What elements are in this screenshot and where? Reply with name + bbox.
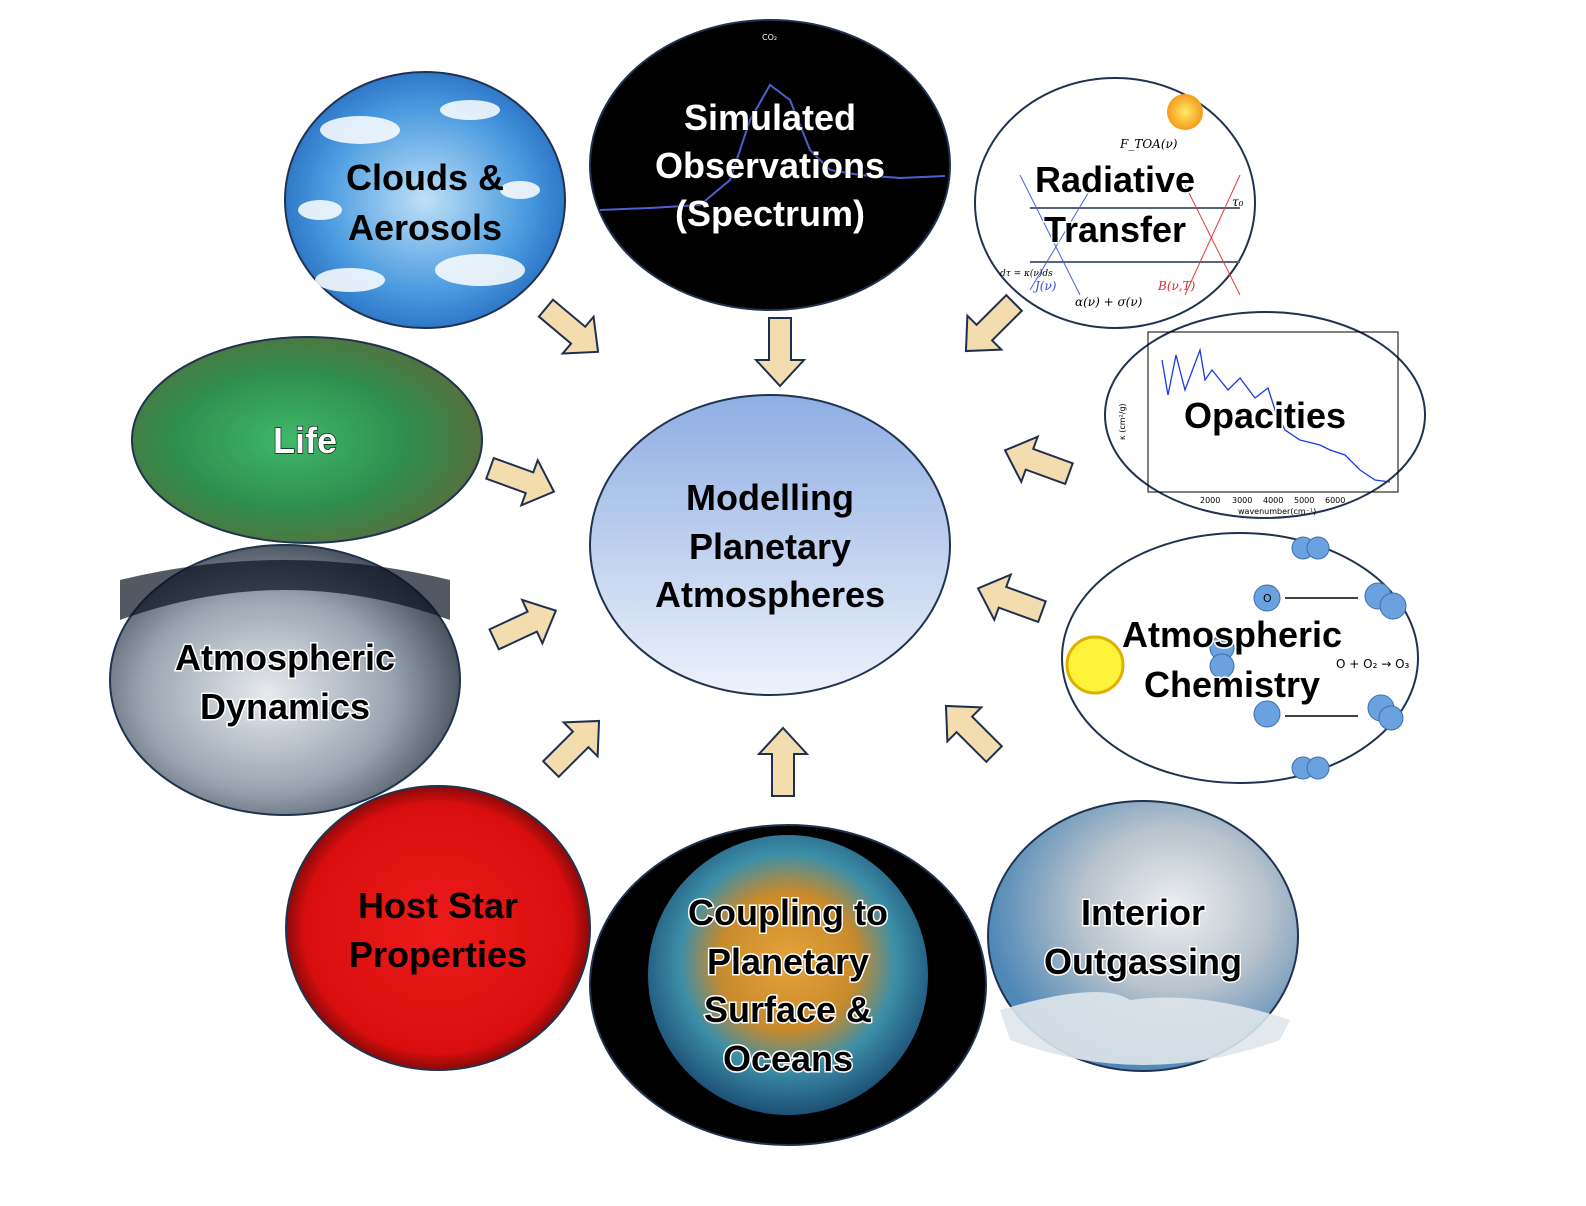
sun-icon (1167, 94, 1203, 130)
opacity-xlabel: wavenumber(cm⁻¹) (1238, 507, 1316, 516)
earth-globe (648, 835, 928, 1115)
clouds-label-2: Aerosols (348, 207, 502, 248)
opacity-xtick-2: 3000 (1232, 496, 1252, 505)
opacity-xtick-3: 4000 (1263, 496, 1283, 505)
arrow-to-center-icon (488, 598, 558, 651)
arrow-to-center-icon (976, 572, 1047, 624)
spectrum-line (599, 83, 946, 211)
dynamics-label-1: Atmospheric (175, 637, 395, 678)
coupling-label-4: Oceans (723, 1038, 853, 1079)
radiative-ellipse (974, 77, 1256, 329)
node-simulated-observations: CO₂ Simulated Observations (Spectrum) (589, 19, 951, 311)
opacities-ellipse (1104, 311, 1426, 519)
simulated-label-2: Observations (655, 145, 885, 186)
opacity-ylabel: κ (cm²/g) (1118, 403, 1127, 440)
node-atmospheric-chemistry: O O + O₂ → O₃ Atmospheric Chemistry (1061, 532, 1419, 784)
node-radiative-transfer: F_TOA(ν) α(ν) + σ(ν) J(ν) B(ν,T) τ₀ dτ =… (974, 77, 1256, 329)
dynamics-label-2: Dynamics (200, 686, 370, 727)
node-atmospheric-dynamics: Atmospheric Dynamics (109, 544, 461, 816)
clouds-ellipse (284, 71, 566, 329)
central-topic: Modelling Planetary Atmospheres (589, 394, 951, 696)
arrow-to-center-icon (541, 719, 601, 779)
dynamics-ellipse (109, 544, 461, 816)
arrow-to-center-icon (756, 726, 810, 797)
chemistry-label-1: Atmospheric (1122, 614, 1342, 655)
arrow-to-center-icon (944, 704, 1004, 764)
simulated-label-1: Simulated (684, 97, 856, 138)
sun-icon (1065, 635, 1125, 695)
opacity-spectrum-line (1161, 347, 1391, 483)
interior-label-2: Outgassing (1044, 941, 1242, 982)
cloud-shapes (298, 100, 540, 292)
node-life: Life (131, 336, 483, 544)
interior-label-1: Interior (1081, 892, 1205, 933)
arrow-to-center-icon (537, 298, 600, 355)
simulated-label-3: (Spectrum) (675, 193, 865, 234)
eq-flux: F_TOA(ν) (1119, 137, 1178, 151)
arrow-to-center-icon (964, 293, 1024, 353)
center-label-2: Planetary (689, 526, 851, 567)
coupling-label-2: Planetary (707, 941, 869, 982)
node-opacities: 2000 3000 4000 5000 6000 wavenumber(cm⁻¹… (1104, 311, 1426, 519)
simulated-observations-ellipse (589, 19, 951, 311)
host-star-label-1: Host Star (358, 885, 518, 926)
atom-label: O (1263, 592, 1272, 605)
reaction-equation: O + O₂ → O₃ (1336, 657, 1410, 671)
opacity-xtick-5: 6000 (1325, 496, 1345, 505)
center-label-1: Modelling (686, 477, 854, 518)
eq-alpha: α(ν) + σ(ν) (1075, 295, 1143, 309)
spectrum-caption: CO₂ (762, 33, 777, 42)
center-ellipse (589, 394, 951, 696)
chemistry-label-2: Chemistry (1144, 664, 1320, 705)
clouds-label-1: Clouds & (346, 157, 504, 198)
host-star-label-2: Properties (349, 934, 527, 975)
arrow-group (485, 293, 1074, 797)
radiative-label-1: Radiative (1035, 159, 1195, 200)
coupling-label-3: Surface & (704, 989, 872, 1030)
eq-j: J(ν) (1032, 279, 1057, 293)
eq-dtau: dτ = κ(ν)ds (1000, 268, 1053, 279)
node-coupling-surface-oceans: Coupling to Planetary Surface & Oceans (589, 824, 987, 1146)
node-host-star: Host Star Properties (285, 785, 591, 1071)
radiative-label-2: Transfer (1044, 209, 1186, 250)
life-label: Life (273, 420, 337, 461)
coupling-label-1: Coupling to (688, 892, 888, 933)
arrow-to-center-icon (753, 317, 807, 388)
arrow-to-center-icon (485, 456, 556, 508)
opacities-label: Opacities (1184, 395, 1346, 436)
eq-b: B(ν,T) (1157, 279, 1196, 293)
opacity-xtick-1: 2000 (1200, 496, 1220, 505)
molecule-icons (1209, 536, 1407, 780)
eq-tau: τ₀ (1232, 195, 1244, 209)
host-star-ellipse (285, 785, 591, 1071)
chemistry-ellipse (1061, 532, 1419, 784)
node-clouds-aerosols: Clouds & Aerosols (284, 71, 566, 329)
life-ellipse (131, 336, 483, 544)
node-interior-outgassing: Interior Outgassing (987, 800, 1299, 1072)
center-label-3: Atmospheres (655, 574, 885, 615)
arrow-to-center-icon (1003, 434, 1074, 486)
opacity-xtick-4: 5000 (1294, 496, 1314, 505)
